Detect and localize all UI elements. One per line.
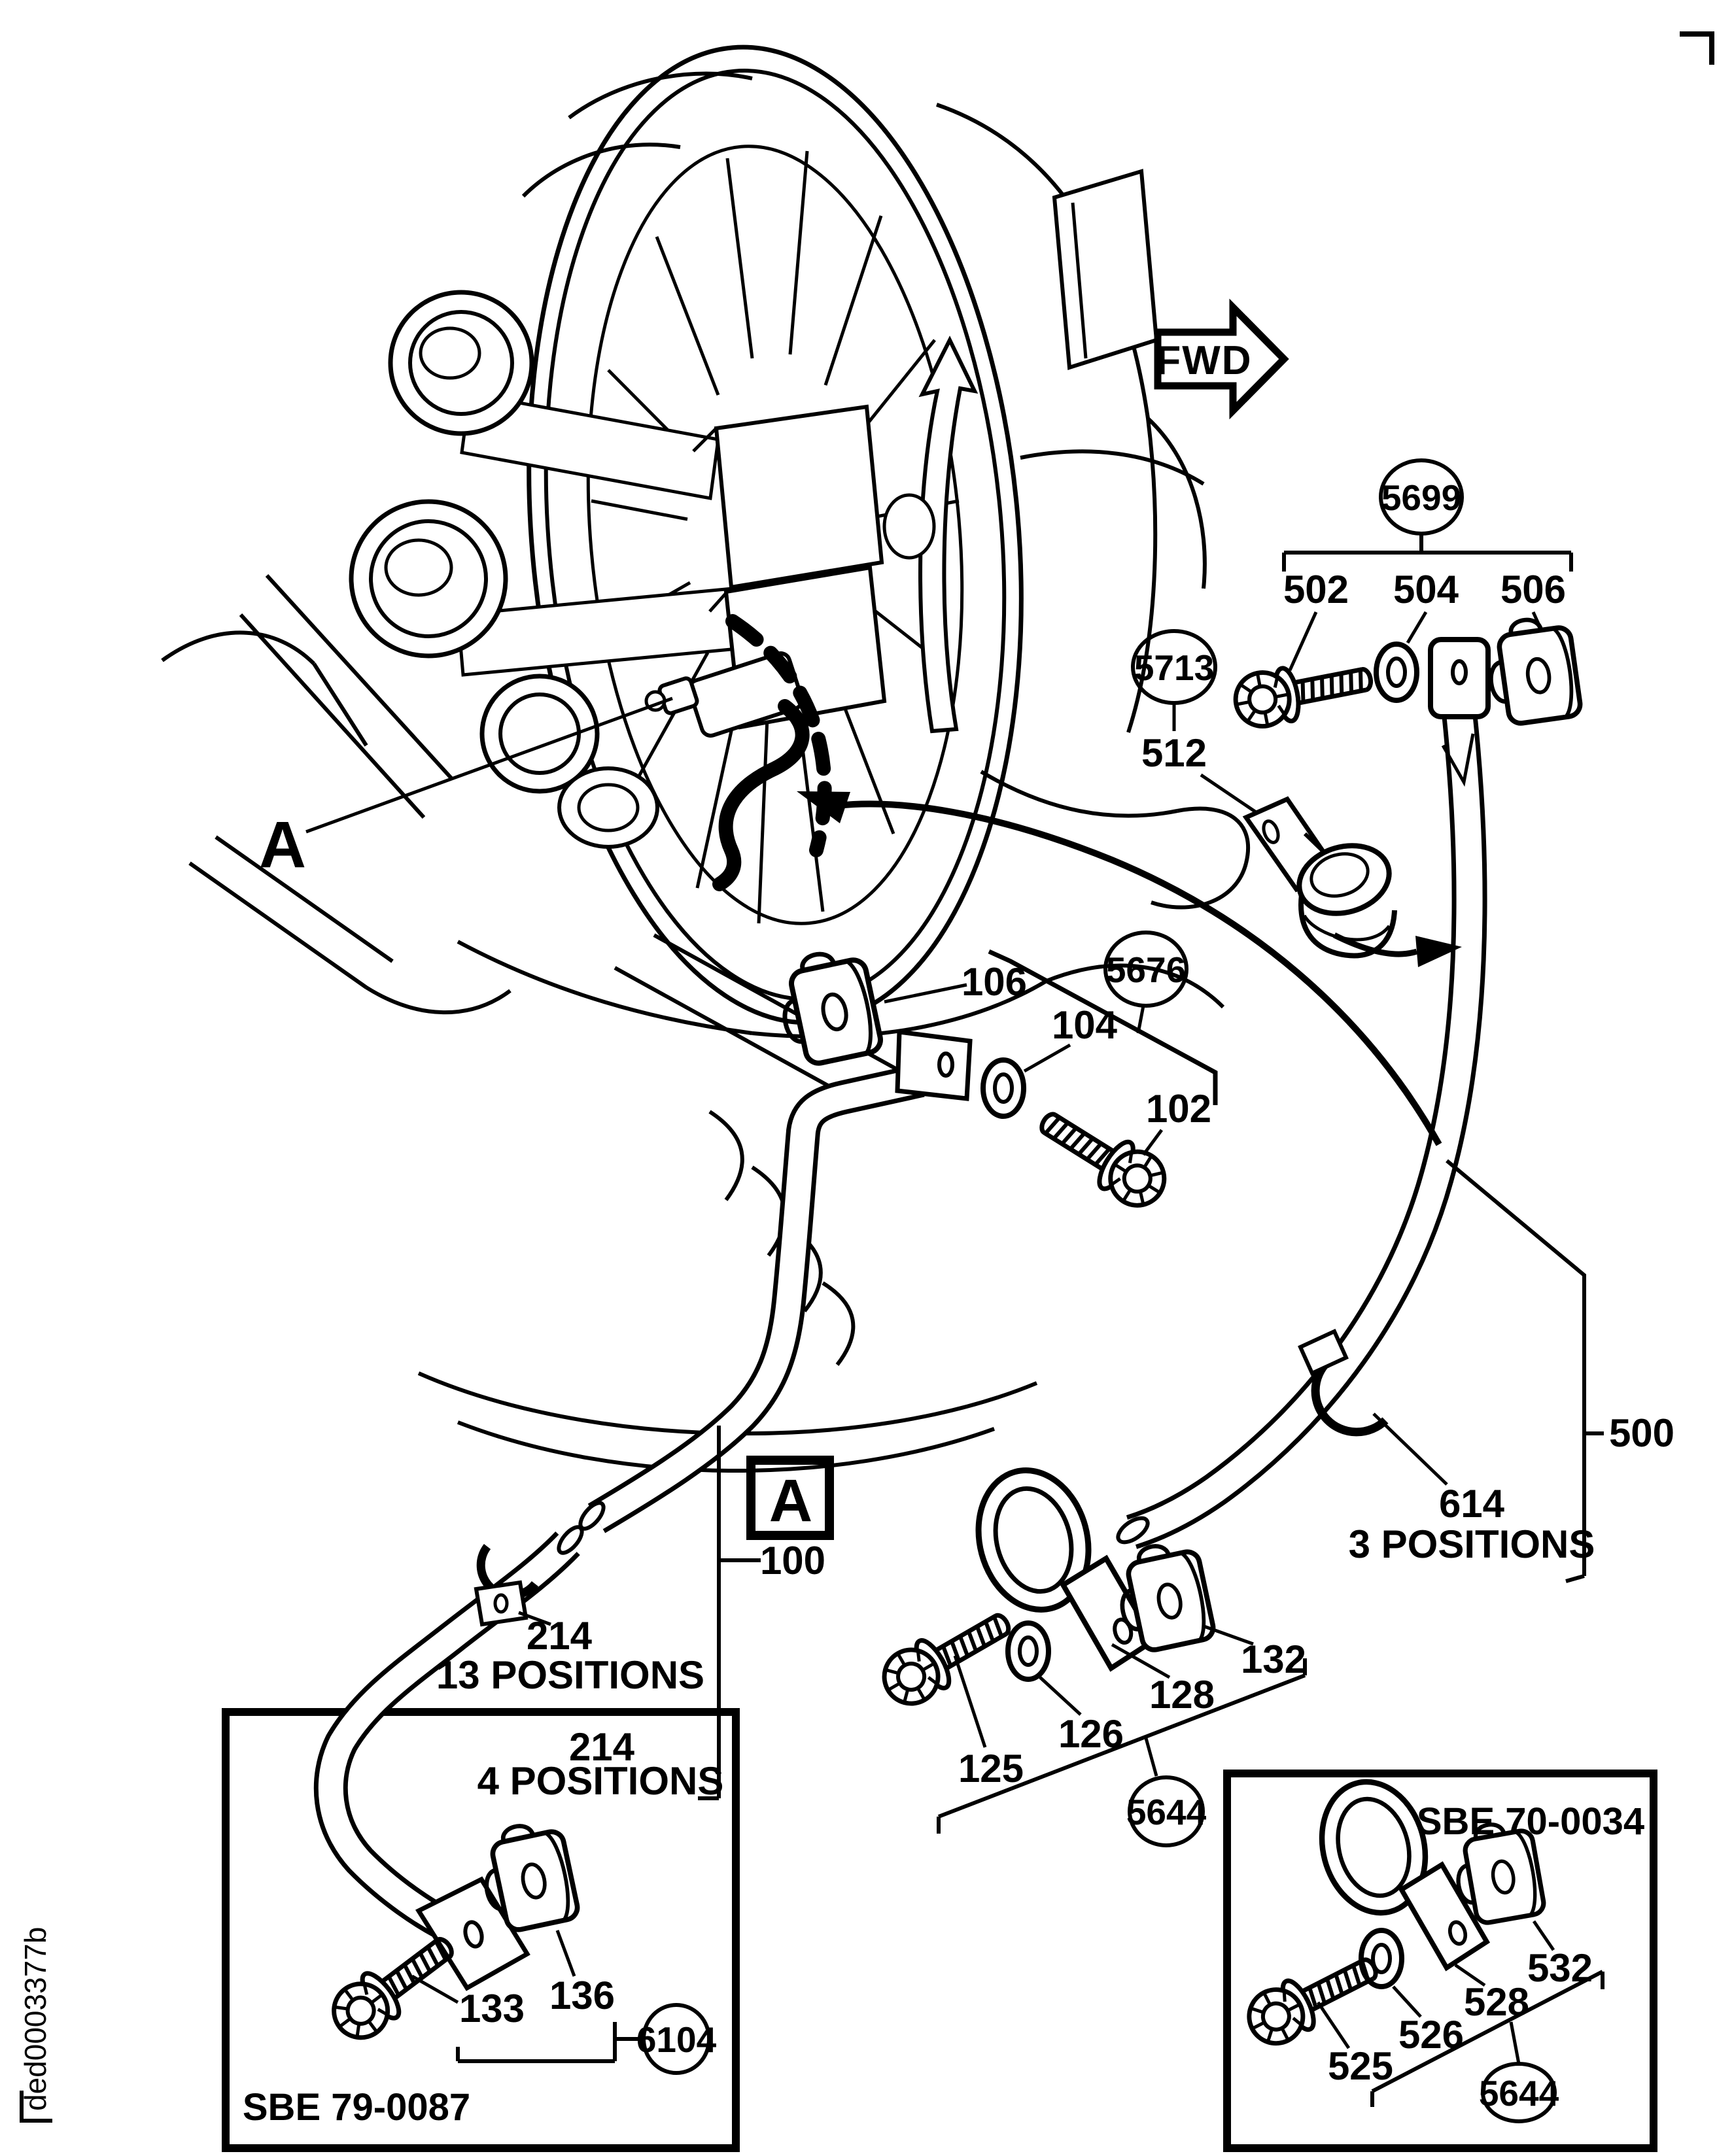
view-a-leader <box>305 696 673 834</box>
fwd-direction-marker: FWD <box>1154 298 1289 420</box>
group-5699: 5699 502 504 506 <box>1231 458 1582 731</box>
clip-614-tab <box>1298 1329 1349 1376</box>
inset-sbe79-content: 214 4 POSITIONS 133 136 6104 SBE 79-0087 <box>243 1725 724 2129</box>
label-106: 106 <box>962 960 1027 1004</box>
tube-100-callouts: A 100 214 13 POSITIONS <box>436 1426 834 1800</box>
detail-a-box <box>746 1456 834 1540</box>
corner-mark-top-right <box>1680 31 1714 65</box>
grommet-link-512 <box>1242 796 1397 959</box>
clipnut-106 <box>773 945 883 1069</box>
bolt-525 <box>1240 1943 1386 2053</box>
label-512: 512 <box>1141 731 1207 775</box>
label-506: 506 <box>1500 568 1566 611</box>
inset-sbe70-content: SBE 70-0034 532 528 526 525 5644 <box>1240 1761 1644 2123</box>
bolt-502 <box>1231 652 1376 730</box>
washer-504 <box>1376 644 1417 700</box>
washer-126 <box>1008 1623 1049 1679</box>
view-a-letter: A <box>259 808 306 881</box>
group-5713: 5713 512 <box>1131 629 1397 959</box>
callout-circle-5713: 5713 <box>1134 647 1214 688</box>
clip-614-on-tube <box>1311 1358 1389 1437</box>
bolt-133 <box>323 1923 464 2048</box>
label-133: 133 <box>459 1987 525 2030</box>
hose-installed <box>712 699 810 891</box>
corner-mark-bottom-left <box>20 2091 52 2123</box>
drawing-id: ded0003377b <box>18 1927 52 2111</box>
label-214-note: 13 POSITIONS <box>436 1653 704 1697</box>
group-clamp-mid: 125 126 128 132 5644 <box>875 1448 1307 1847</box>
sensor-and-hoses <box>644 614 832 891</box>
label-100: 100 <box>760 1539 825 1583</box>
bolt-125 <box>875 1598 1020 1713</box>
hose-phantom-dashed <box>725 614 832 857</box>
clipnut-506 <box>1483 614 1582 727</box>
install-arrow-short <box>1332 932 1462 967</box>
label-104: 104 <box>1052 1003 1118 1047</box>
callout-circle-5644-mid: 5644 <box>1126 1792 1207 1832</box>
inset-box-sbe70 <box>1223 1770 1657 2152</box>
callout-circle-5699: 5699 <box>1381 477 1461 518</box>
label-214-inset-note: 4 POSITIONS <box>477 1759 724 1803</box>
tube-500-callouts: 500 614 3 POSITIONS <box>1349 1159 1674 1583</box>
label-214-inset: 214 <box>569 1725 635 1769</box>
tube-500 <box>1116 637 1491 1549</box>
tube-100 <box>313 1029 973 1991</box>
inset-box-sbe79 <box>222 1708 740 2152</box>
label-136: 136 <box>549 1974 615 2017</box>
label-128: 128 <box>1149 1673 1215 1717</box>
label-502: 502 <box>1283 568 1349 611</box>
label-614: 614 <box>1439 1482 1505 1526</box>
label-525: 525 <box>1328 2044 1393 2088</box>
label-125: 125 <box>958 1747 1024 1790</box>
callout-circle-5676: 5676 <box>1106 950 1186 990</box>
label-504: 504 <box>1393 568 1459 611</box>
rotation-arrow-icon <box>918 335 979 734</box>
callout-circle-6104: 6104 <box>636 2019 717 2060</box>
label-132: 132 <box>1241 1637 1306 1681</box>
label-214: 214 <box>527 1614 593 1658</box>
label-102: 102 <box>1146 1087 1211 1131</box>
routing-arrow-long <box>797 791 1442 1146</box>
washer-104 <box>983 1060 1024 1116</box>
group-5676: 5676 106 104 102 <box>773 931 1218 1216</box>
duct-vane-edge <box>1071 202 1088 359</box>
fwd-label: FWD <box>1156 338 1252 383</box>
detail-a-letter: A <box>769 1467 812 1534</box>
inset-sbe79-code: SBE 79-0087 <box>243 2086 470 2129</box>
label-500: 500 <box>1609 1411 1674 1455</box>
label-614-note: 3 POSITIONS <box>1349 1522 1595 1566</box>
label-528: 528 <box>1464 1980 1529 2024</box>
tube-100-end-tab <box>895 1029 973 1101</box>
callout-circle-5644-inset: 5644 <box>1479 2073 1559 2113</box>
duct-vane <box>1052 169 1159 370</box>
